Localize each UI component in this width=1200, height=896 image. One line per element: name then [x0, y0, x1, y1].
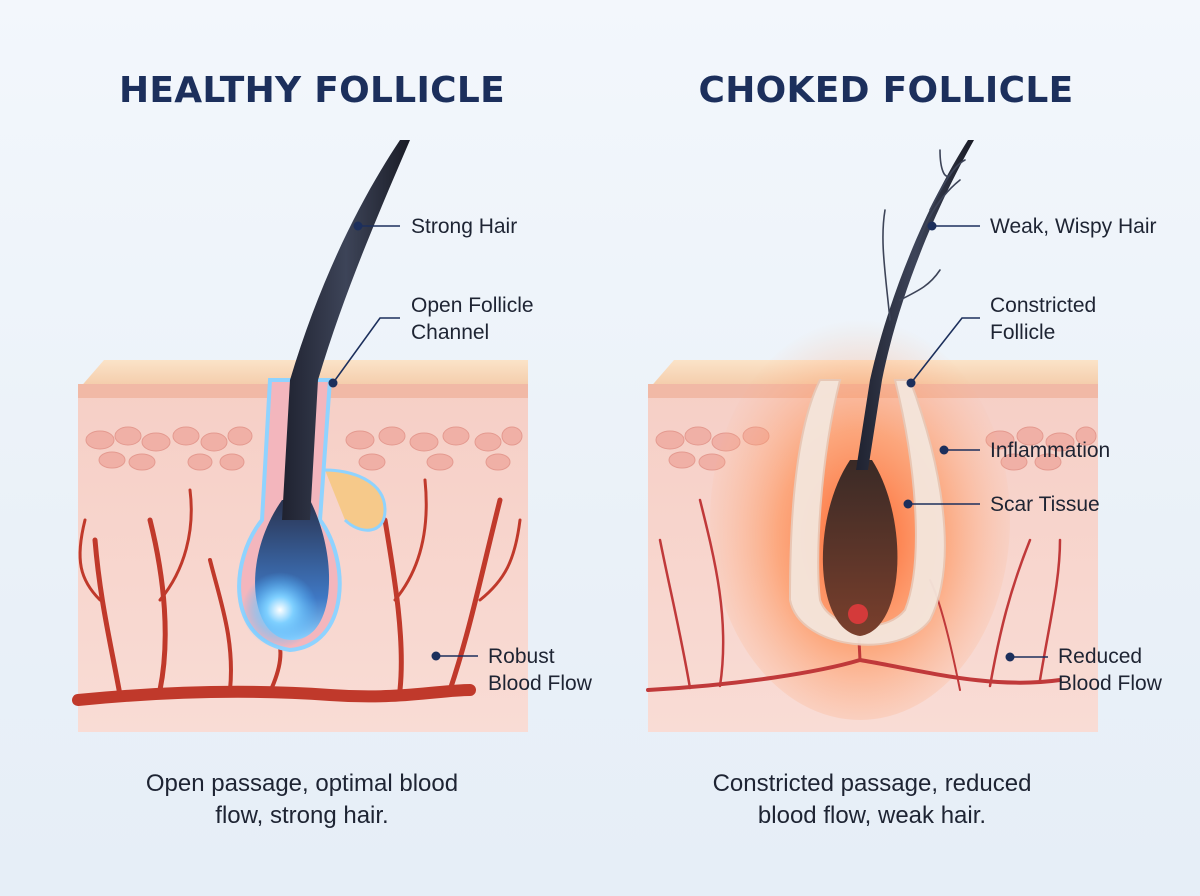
choked-caption: Constricted passage, reduced blood flow,…	[712, 770, 1032, 829]
healthy-caption: Open passage, optimal blood flow, strong…	[145, 770, 459, 829]
strong-hair	[282, 140, 410, 520]
choked-skin-block	[646, 140, 1098, 732]
label-reduced-blood-flow: Reduced Blood Flow	[1058, 645, 1162, 695]
healthy-follicle-title: HEALTHY FOLLICLE	[118, 70, 506, 111]
label-strong-hair: Strong Hair	[411, 215, 518, 238]
label-constricted-follicle: Constricted Follicle	[990, 294, 1097, 344]
label-scar-tissue: Scar Tissue	[990, 493, 1100, 516]
healthy-skin-block	[72, 140, 528, 732]
label-inflammation: Inflammation	[990, 439, 1111, 462]
label-open-follicle-channel: Open Follicle Channel	[411, 294, 534, 344]
weak-wispy-hair	[856, 140, 974, 470]
label-robust-blood-flow: Robust Blood Flow	[488, 645, 592, 695]
label-weak-wispy-hair: Weak, Wispy Hair	[990, 215, 1157, 238]
choked-follicle-title: CHOKED FOLLICLE	[698, 70, 1074, 111]
blue-glow	[242, 572, 318, 648]
